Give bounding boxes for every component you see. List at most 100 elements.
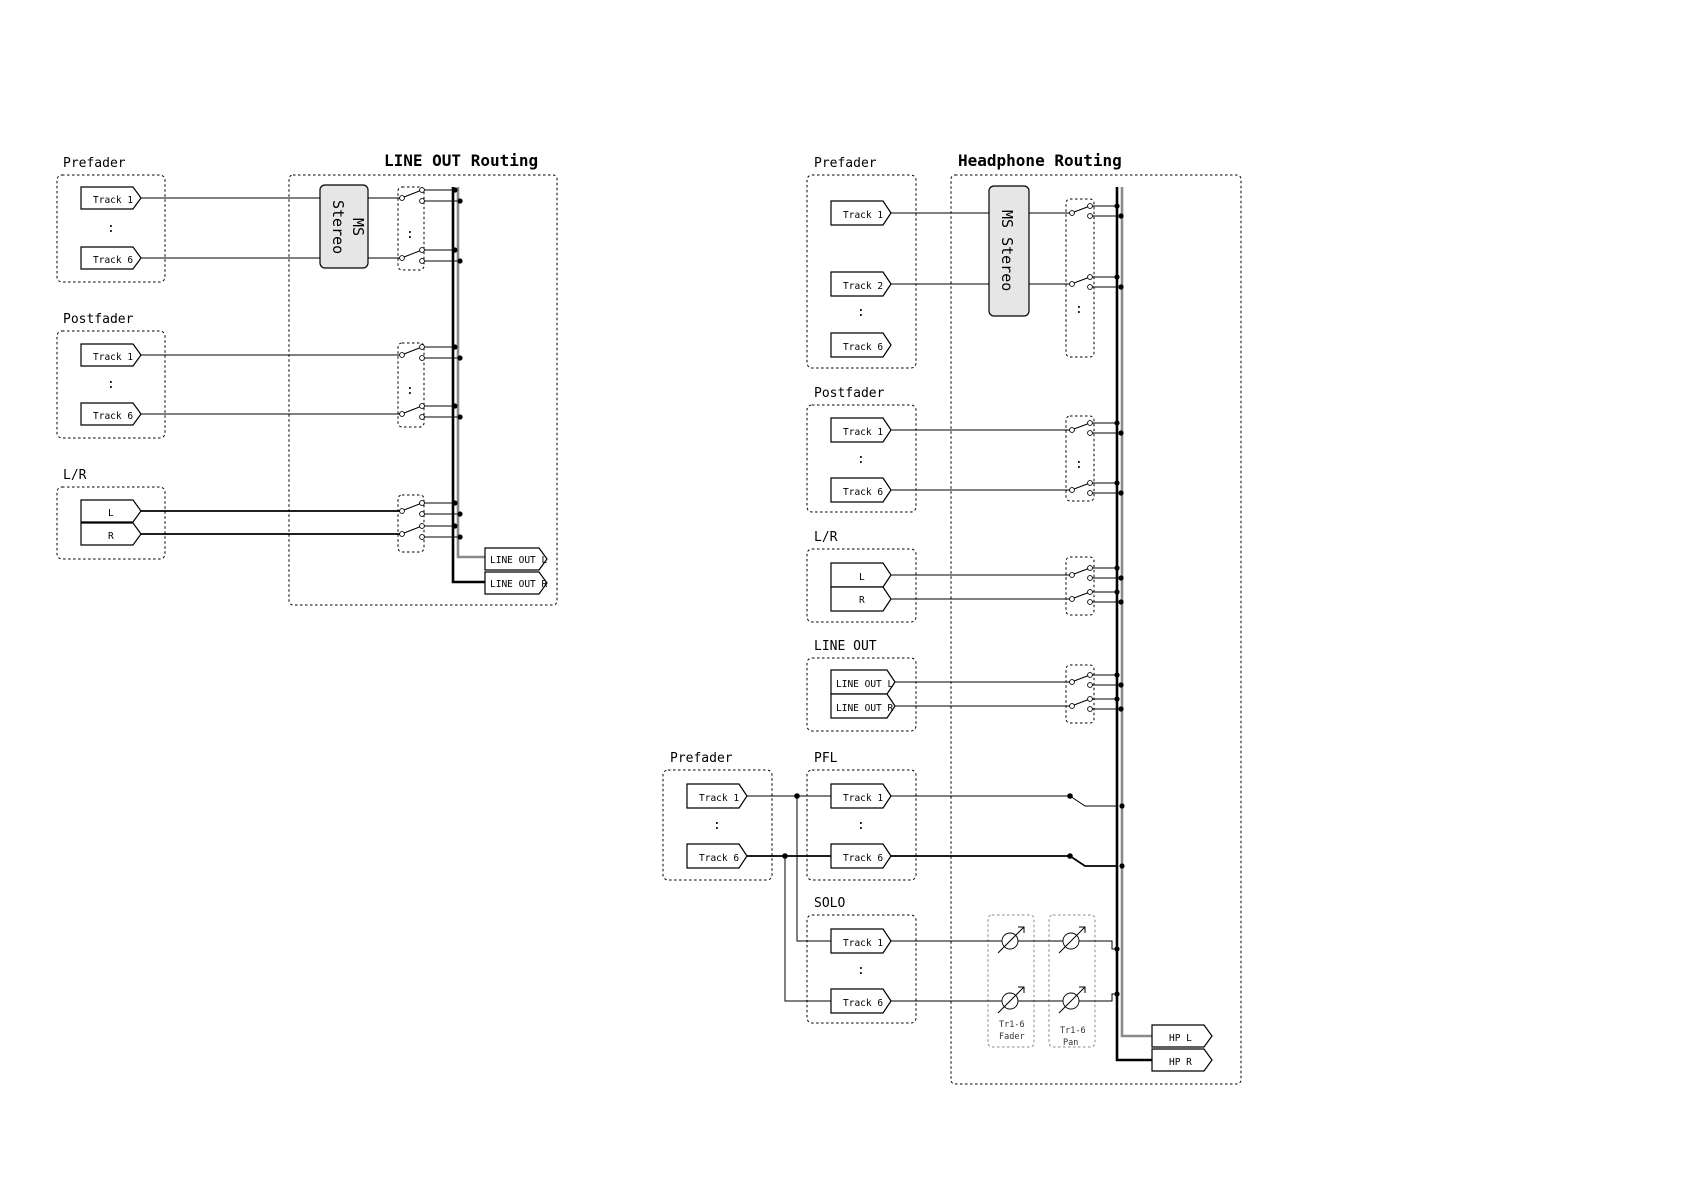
lo-postfader-label: Postfader <box>63 312 134 327</box>
hp-prefader-track1-port <box>830 200 892 226</box>
lo-prefader-track1-port <box>80 186 142 210</box>
hp-switch <box>1069 274 1124 290</box>
lo-prefader-ellipsis: : <box>107 221 115 236</box>
lo-switch-box-prefader <box>397 186 425 271</box>
lo-lr-r-label: R <box>108 531 114 542</box>
hp-line-out-group <box>806 657 917 732</box>
hp-lr-r-label: R <box>859 595 865 606</box>
lo-prefader-label: Prefader <box>63 156 126 171</box>
hp-prefader-track2-port <box>830 271 892 297</box>
lo-switches <box>399 187 463 540</box>
lo-switch <box>399 403 463 420</box>
hp-pan-knob-label-2: Pan <box>1063 1038 1078 1048</box>
hp-solo-track6-label: Track 6 <box>843 998 883 1009</box>
hp-pan-knob-1 <box>1058 926 1086 954</box>
hp-switch <box>1069 420 1124 436</box>
hp-pfl-track6-port <box>830 843 892 869</box>
lo-prefader-track1-label: Track 1 <box>93 195 133 206</box>
lo-lr-label: L/R <box>63 468 87 483</box>
hp-prefader-track1-label: Track 1 <box>843 210 883 221</box>
hp-pan-knob-label-1: Tr1-6 <box>1060 1026 1086 1036</box>
hp-pfl-track6-label: Track 6 <box>843 853 883 864</box>
hp-bus-l <box>1120 187 1152 1038</box>
hp-switches <box>1069 203 1124 712</box>
hp-fader-knob-label-2: Fader <box>999 1032 1025 1042</box>
hp-solo-track6-port <box>830 988 892 1014</box>
hp-postfader-track1-port <box>830 417 892 443</box>
hp-ext-prefader-track1-port <box>686 783 748 809</box>
hp-switch <box>1069 203 1124 219</box>
lo-line-out-l-label: LINE OUT L <box>490 555 547 566</box>
lo-bus-r <box>451 187 485 584</box>
line-out-routing-title: LINE OUT Routing <box>384 151 538 170</box>
hp-prefader-label: Prefader <box>814 156 877 171</box>
hp-lr-r-port <box>830 586 892 612</box>
lo-lr-r-port <box>80 522 142 546</box>
hp-ext-prefader-track1-label: Track 1 <box>699 793 739 804</box>
hp-wire-ext-t1-solo <box>796 796 831 942</box>
lo-switch <box>399 247 463 264</box>
lo-postfader-track6-port <box>80 402 142 426</box>
hp-line-out-l-label: LINE OUT L <box>836 679 893 690</box>
lo-postfader-track6-label: Track 6 <box>93 411 133 422</box>
hp-switch-box-prefader <box>1065 198 1095 358</box>
lo-ms-stereo-block <box>319 184 369 269</box>
hp-switch-ellipsis-2: : <box>1075 457 1083 472</box>
lo-switch <box>399 344 463 361</box>
hp-wire-pfl-t6 <box>891 855 1117 867</box>
hp-lr-l-label: L <box>859 572 865 583</box>
hp-lr-group <box>806 548 917 623</box>
hp-ext-prefader-label: Prefader <box>670 751 733 766</box>
lo-switch-ellipsis-2: : <box>406 383 414 398</box>
hp-postfader-label: Postfader <box>814 386 885 401</box>
hp-postfader-group <box>806 404 917 513</box>
hp-fader-knob-label-1: Tr1-6 <box>999 1020 1025 1030</box>
hp-ext-prefader-group <box>662 769 773 881</box>
hp-pfl-label: PFL <box>814 751 838 766</box>
hp-prefader-group <box>806 174 917 369</box>
hp-routing-title: Headphone Routing <box>958 151 1122 170</box>
hp-postfader-track6-label: Track 6 <box>843 487 883 498</box>
hp-out-l-port <box>1151 1024 1213 1048</box>
hp-solo-ellipsis: : <box>857 963 865 978</box>
headphone-routing: Headphone Routing Prefader Track 1 Track… <box>662 151 1242 1085</box>
hp-prefader-track6-label: Track 6 <box>843 342 883 353</box>
lo-prefader-track6-port <box>80 246 142 270</box>
lo-ms-label: MS <box>349 218 367 236</box>
lo-lr-l-label: L <box>108 508 114 519</box>
hp-out-r-port <box>1151 1048 1213 1072</box>
hp-fader-knob-box <box>987 914 1035 1048</box>
hp-line-out-label: LINE OUT <box>814 639 877 654</box>
hp-switch <box>1069 565 1124 581</box>
hp-fader-knob-1 <box>997 926 1025 954</box>
lo-switch <box>399 187 463 204</box>
hp-ext-prefader-ellipsis: : <box>713 818 721 833</box>
hp-lr-label: L/R <box>814 530 838 545</box>
hp-switch <box>1069 672 1124 688</box>
lo-lr-group <box>56 486 166 560</box>
hp-postfader-track6-port <box>830 477 892 503</box>
lo-switch <box>399 500 463 517</box>
lo-line-out-l-port <box>484 547 548 571</box>
lo-switch-ellipsis-1: : <box>406 227 414 242</box>
hp-solo-track1-port <box>830 928 892 954</box>
hp-switch-ellipsis-1: : <box>1075 302 1083 317</box>
hp-pan-knob-box <box>1048 914 1096 1048</box>
hp-wire-pfl-t1 <box>891 795 1117 807</box>
hp-bus-r <box>1115 187 1152 1062</box>
line-out-routing-frame <box>288 174 558 606</box>
hp-line-out-r-label: LINE OUT R <box>836 703 893 714</box>
hp-pfl-track1-port <box>830 783 892 809</box>
hp-ext-prefader-track6-port <box>686 843 748 869</box>
lo-prefader-track6-label: Track 6 <box>93 255 133 266</box>
hp-fader-knob-2 <box>997 986 1025 1014</box>
hp-prefader-track2-label: Track 2 <box>843 281 883 292</box>
hp-wire-ext-t6-solo <box>784 856 831 1002</box>
hp-ms-stereo-label: MS Stereo <box>998 210 1016 291</box>
hp-ms-stereo-block <box>988 185 1030 317</box>
hp-prefader-track6-port <box>830 332 892 358</box>
hp-switch-box-line-out <box>1065 664 1095 724</box>
hp-solo-track1-label: Track 1 <box>843 938 883 949</box>
hp-pan-knob-2 <box>1058 986 1086 1014</box>
hp-switch-box-postfader <box>1065 415 1095 502</box>
